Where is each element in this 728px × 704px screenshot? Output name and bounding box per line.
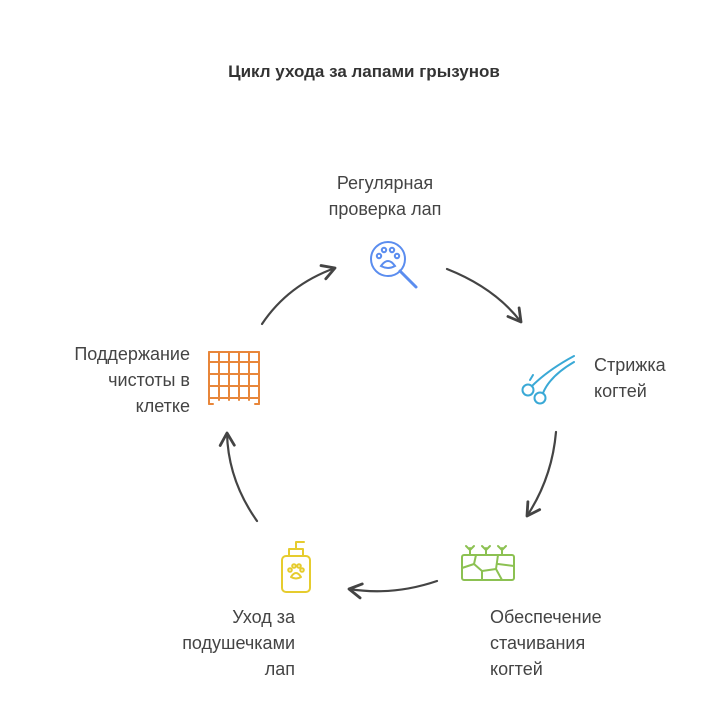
arrow-check-to-trim xyxy=(445,267,523,324)
label-line: когтей xyxy=(490,659,543,679)
step-label-paw-pad-care: Уход за подушечками лап xyxy=(120,604,295,682)
stone-tile-icon xyxy=(461,545,515,581)
paw-shampoo-bottle-icon xyxy=(281,541,311,593)
cage-icon xyxy=(208,351,260,405)
arrow-cage-to-check xyxy=(260,264,337,326)
step-label-cage-cleaning: Поддержание чистоты в клетке xyxy=(10,341,190,419)
label-line: стачивания xyxy=(490,633,586,653)
step-label-regular-check: Регулярная проверка лап xyxy=(300,170,470,222)
arrow-pads-to-cage xyxy=(218,431,259,523)
step-label-claw-wear: Обеспечение стачивания когтей xyxy=(490,604,670,682)
arrow-wear-to-pads xyxy=(347,579,439,600)
label-line: Поддержание xyxy=(74,344,190,364)
label-line: Уход за xyxy=(232,607,295,627)
arrow-trim-to-wear xyxy=(525,430,558,518)
diagram-title: Цикл ухода за лапами грызунов xyxy=(228,62,500,81)
label-line: подушечками xyxy=(182,633,295,653)
step-label-claw-trim: Стрижка когтей xyxy=(594,352,724,404)
label-line: Стрижка xyxy=(594,355,666,375)
paw-magnifier-icon xyxy=(370,241,418,289)
label-line: клетке xyxy=(135,396,190,416)
label-line: когтей xyxy=(594,381,647,401)
label-line: Регулярная xyxy=(336,173,434,193)
label-line: лап xyxy=(264,659,295,679)
label-line: Обеспечение xyxy=(490,607,602,627)
scissors-icon xyxy=(521,355,575,405)
label-line: чистоты в xyxy=(108,370,190,390)
label-line: проверка лап xyxy=(328,199,442,219)
